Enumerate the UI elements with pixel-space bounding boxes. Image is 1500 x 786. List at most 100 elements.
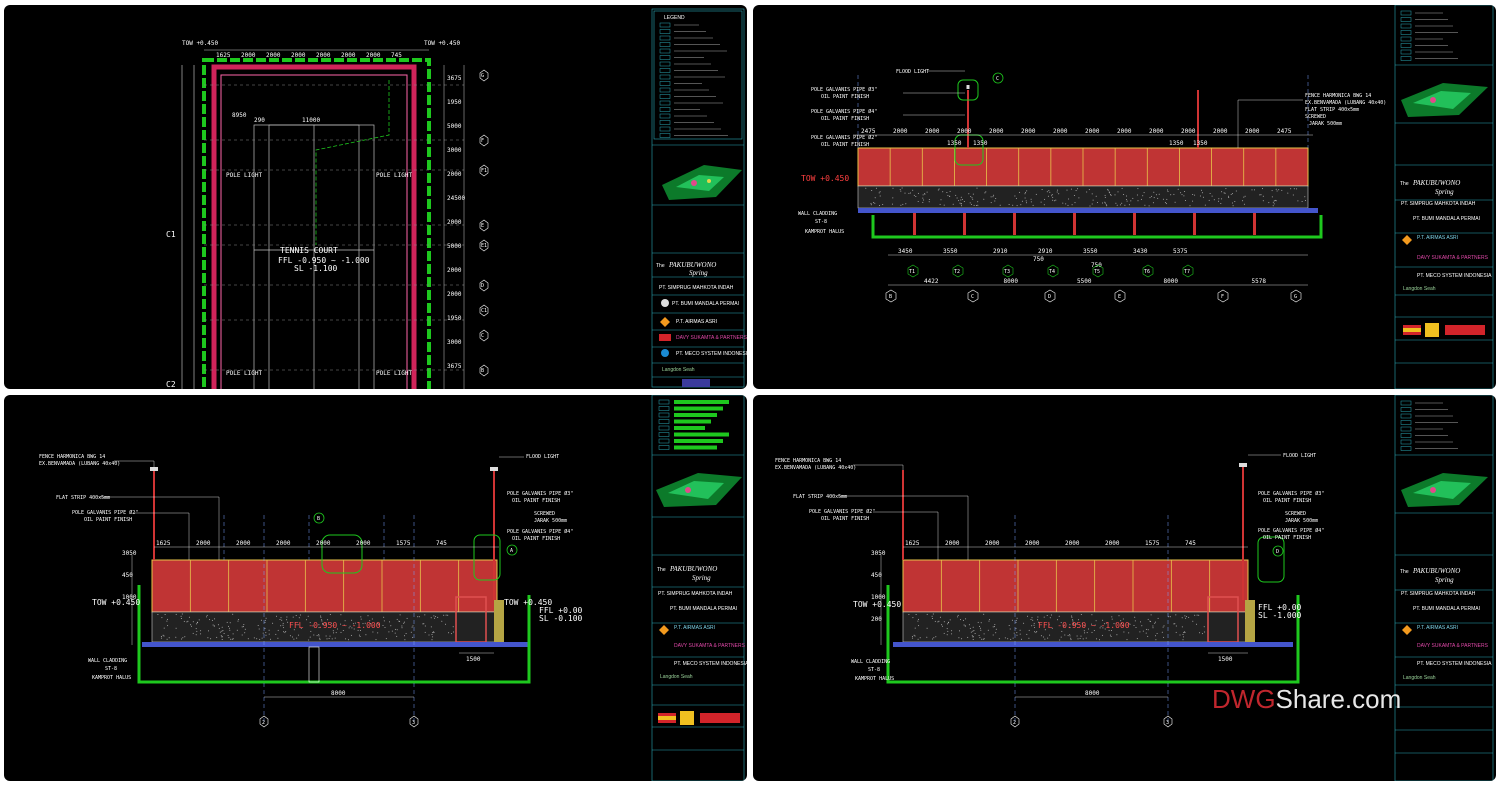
gravel-dot [947,630,949,632]
gravel-dot [257,625,259,626]
gravel-dot [1096,638,1098,640]
gravel-dot [1161,631,1163,633]
court-sl: SL -1.100 [294,264,338,273]
gravel-dot [981,638,983,640]
top-dim: 2000 [276,540,291,547]
gravel-dot [1174,623,1176,625]
gravel-dot [942,191,944,193]
gravel-dot [1275,188,1277,190]
gravel-dot [352,623,354,625]
gravel-dot [1034,631,1036,633]
top-dim: 2000 [1053,128,1068,135]
grid-bubble-label: B [889,294,892,300]
gravel-dot [1218,198,1220,200]
gravel-dot [1262,188,1263,190]
gravel-dot [1108,191,1110,193]
top-dim: 745 [391,52,402,59]
gravel-dot [946,192,948,193]
top-dim: 2000 [945,540,960,547]
legend-swatch [1400,10,1412,16]
gravel-dot [1086,191,1088,193]
gravel-dot [385,638,387,640]
gravel-dot [293,629,295,631]
mep-name: PT. MECO SYSTEM INDONESIA [1417,273,1492,279]
gravel-dot [401,625,403,627]
gravel-dot [1115,622,1117,624]
gravel-dot [1251,189,1253,191]
gravel-dot [960,196,962,198]
gravel-dot [396,629,398,631]
gravel-dot [1121,623,1123,625]
gravel-dot [354,622,356,624]
top-dim: 2000 [925,128,940,135]
gravel-dot [1152,202,1154,204]
gravel-dot [399,621,401,622]
gravel-dot [1199,632,1201,634]
gravel-dot [1031,617,1033,619]
gravel-dot [307,615,309,617]
tow-left-label: TOW +0.450 [853,600,901,609]
sl-label: SL -0.100 [539,614,583,623]
landscape-name: Langdon Seah [1403,286,1436,292]
gravel-dot [321,619,323,621]
gravel-dot [983,638,985,640]
gravel-dot [437,616,439,618]
gravel-dot [1046,191,1048,193]
gravel-dot [1208,199,1210,201]
gravel-dot [918,625,920,627]
gravel-dot [1015,619,1017,621]
gravel-dot [969,202,971,204]
grid-bubble [479,304,489,317]
gravel-dot [318,635,320,637]
gravel-dot [1041,189,1043,190]
gravel-dot [450,633,452,635]
gravel-dot [942,625,943,627]
top-dim: 2000 [985,540,1000,547]
grid-bubble [479,279,489,292]
gravel-dot [337,628,338,630]
gravel-dot [1228,197,1230,198]
gravel-dot [1155,621,1156,623]
gravel-dot [908,614,910,615]
gravel-dot [1122,625,1124,626]
gravel-dot [1057,619,1058,621]
gravel-dot [949,619,951,621]
gravel-dot [915,614,917,615]
gravel-dot [1181,626,1183,628]
gravel-dot [1078,619,1080,621]
gravel-dot [265,634,267,636]
legend-swatch [1400,439,1412,445]
gravel-dot [424,625,426,627]
gravel-dot [319,637,321,639]
gravel-dot [1162,626,1164,628]
bottom-dim: 3430 [1133,248,1148,255]
pier [1253,213,1256,235]
gravel-dot [1184,191,1186,192]
gravel-dot [901,187,903,189]
gravel-dot [970,196,972,198]
gravel-dot [1230,193,1232,195]
grid-bubble [479,329,489,342]
gravel-dot [1148,205,1150,207]
gravel-dot [949,195,951,197]
pole-light-label: POLE LIGHT [376,370,413,377]
gravel-dot [915,196,917,197]
flat-strip-label: FLAT STRIP 400x5mm [1305,107,1359,113]
oil-paint-label: OIL PAINT FINISH [821,516,869,522]
gravel-dot [292,616,294,618]
grid-bubble-label: C [971,294,974,300]
brand-name: PAKUBUWONO [1412,179,1460,187]
gravel-dot [406,617,408,619]
gravel-dot [322,622,324,624]
gravel-dot [1132,197,1134,199]
gravel-dot [1094,624,1096,626]
arch-name: P.T. AIRMAS ASRI [676,319,717,325]
legend-swatch [659,29,671,34]
gravel-dot [891,203,893,205]
gravel-dot [972,639,974,640]
screwed-label: SCREWED [1285,511,1306,517]
gravel-dot [1104,201,1106,203]
gravel-dot [962,619,964,621]
gravel-dot [1095,620,1097,622]
